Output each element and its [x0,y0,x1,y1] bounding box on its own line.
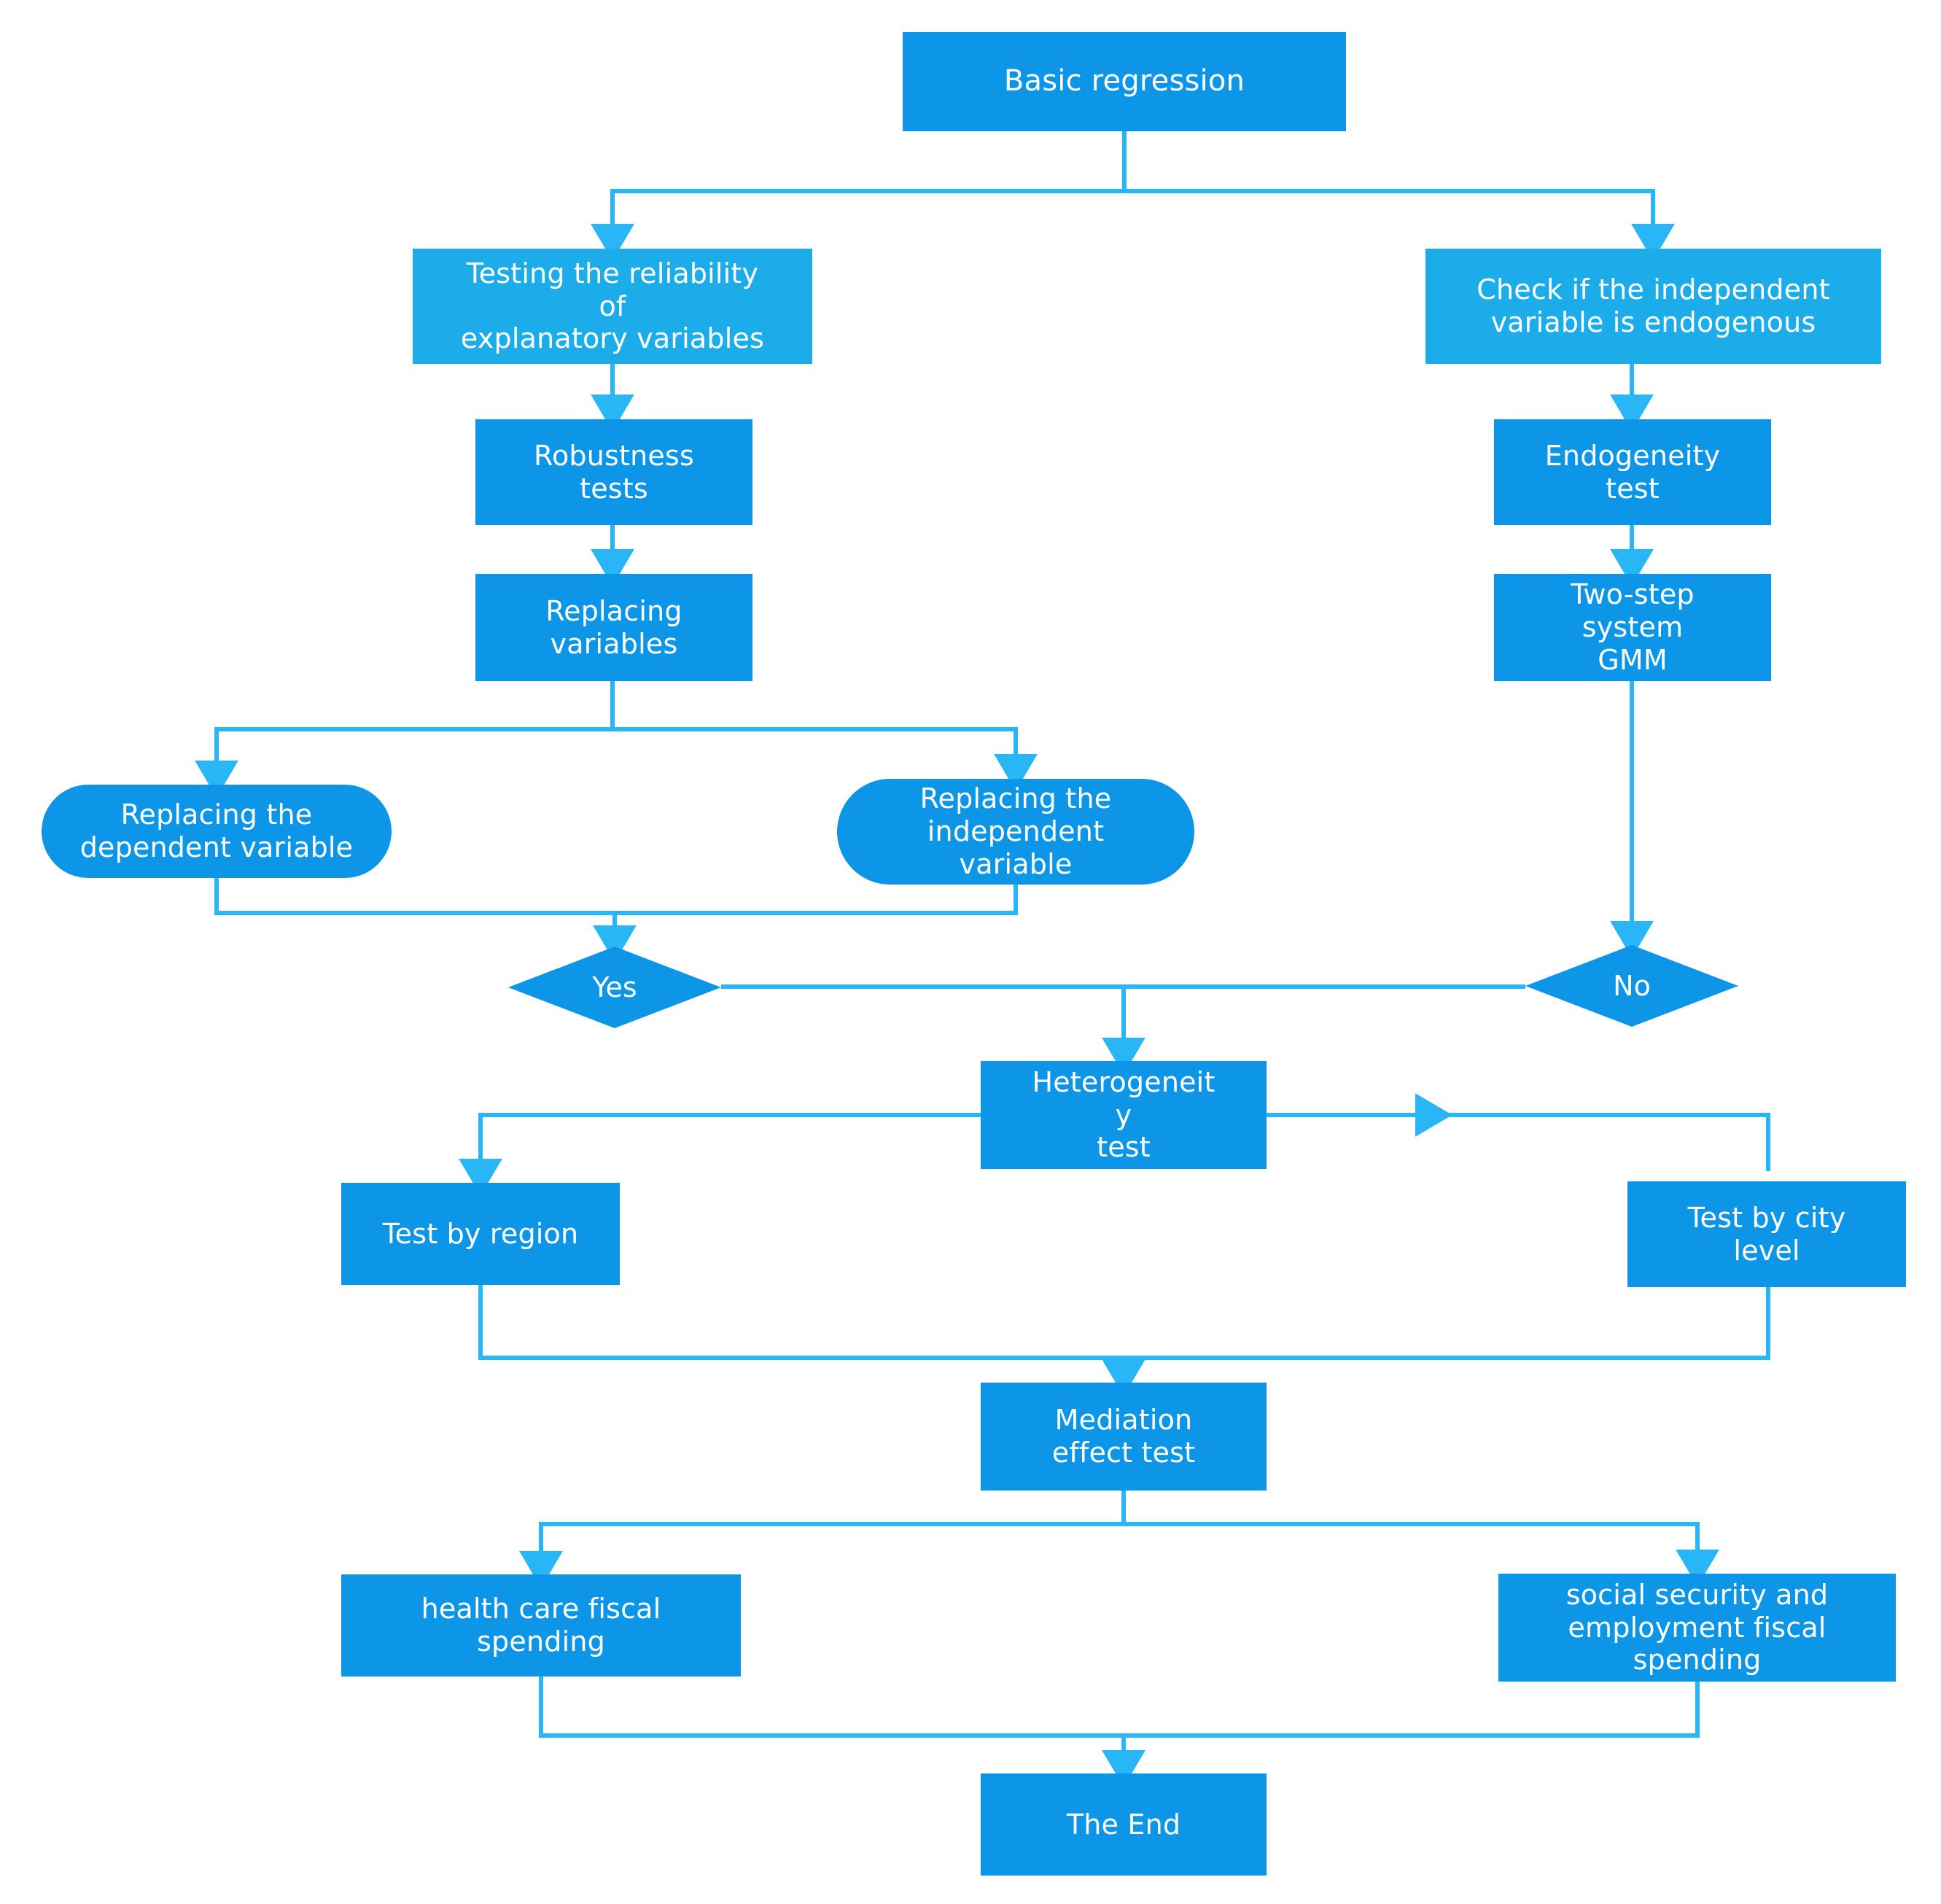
connector-replacing-to-independent [610,681,1038,791]
node-label: Yes [592,971,637,1003]
node-label: Heterogeneit y test [1032,1065,1215,1164]
node-label: No [1613,970,1651,1002]
connector-social-down-stub [1124,1682,1700,1738]
node-decision-no[interactable]: No [1525,945,1738,1027]
node-label: Endogeneity test [1544,439,1721,505]
node-the-end[interactable]: The End [981,1773,1267,1876]
node-label: Replacing variables [545,594,682,660]
node-test-by-region[interactable]: Test by region [341,1183,620,1285]
node-two-step-system-gmm[interactable]: Two-step system GMM [1494,574,1771,681]
node-decision-yes[interactable]: Yes [508,947,721,1028]
connector-heterogeneity-right-stub [1267,1113,1770,1171]
connector-pills-merge-to-yes [214,878,637,963]
node-testing-reliability[interactable]: Testing the reliability of explanatory v… [413,249,812,364]
node-check-endogenous[interactable]: Check if the independent variable is end… [1425,249,1881,364]
node-label: social security and employment fiscal sp… [1565,1578,1829,1676]
node-endogeneity-test[interactable]: Endogeneity test [1494,419,1771,525]
node-label: Check if the independent variable is end… [1477,273,1830,338]
node-basic-regression[interactable]: Basic regression [903,32,1346,131]
connector-city-down-stub [1124,1287,1770,1360]
connector-mediation-to-social [1121,1491,1719,1587]
connector-independent-down-stub [615,885,1018,915]
connector-basic-to-testing [591,131,1127,261]
node-heterogeneity-test[interactable]: Heterogeneit y test [981,1061,1267,1169]
connector-region-city-to-mediation [478,1285,1145,1396]
node-social-security-employment-fiscal-spending[interactable]: social security and employment fiscal sp… [1498,1574,1896,1682]
node-replacing-dependent-variable[interactable]: Replacing the dependent variable [42,785,392,878]
node-replacing-variables[interactable]: Replacing variables [475,574,752,681]
node-label: Replacing the independent variable [919,782,1112,880]
node-label: Test by city level [1687,1201,1846,1267]
node-label: Two-step system GMM [1571,578,1695,676]
node-robustness-tests[interactable]: Robustness tests [475,419,752,525]
node-mediation-effect-test[interactable]: Mediation effect test [981,1383,1267,1491]
node-label: health care fiscal spending [421,1593,661,1658]
connector-replacing-to-dependent [195,681,615,798]
node-label: Testing the reliability of explanatory v… [460,257,765,355]
node-label: Test by region [382,1217,579,1250]
node-replacing-independent-variable[interactable]: Replacing the independent variable [837,779,1194,885]
node-label: Mediation effect test [1051,1404,1196,1469]
node-label: Replacing the dependent variable [79,798,354,863]
node-label: The End [1066,1808,1181,1841]
node-test-by-city-level[interactable]: Test by city level [1627,1181,1906,1287]
node-health-care-fiscal-spending[interactable]: health care fiscal spending [341,1574,741,1676]
connector-heterogeneity-to-city [459,1113,981,1196]
node-label: Basic regression [1003,64,1245,98]
connector-basic-to-check [1122,131,1675,261]
connector-mediation-to-health [519,1491,1126,1588]
node-label: Robustness tests [534,439,694,505]
connector-spending-to-end [539,1676,1145,1787]
